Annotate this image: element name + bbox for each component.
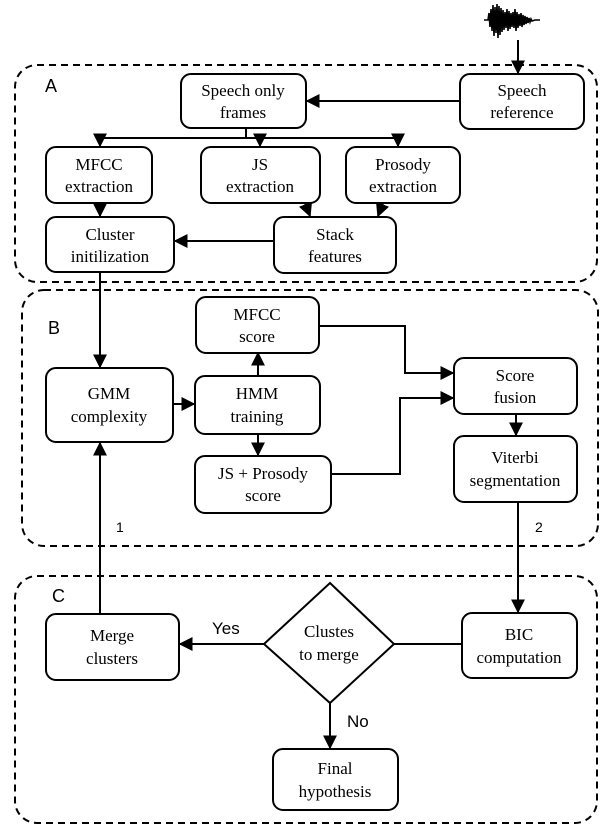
node-cluster-initialization: Cluster initilization (45, 216, 175, 273)
node-label-line: clusters (86, 649, 138, 668)
speech-waveform-icon (484, 3, 540, 39)
node-js-extraction: JS extraction (200, 146, 321, 204)
node-label-line: Viterbi (491, 448, 538, 467)
node-speech-reference: Speech reference (459, 73, 585, 130)
node-label-line: HMM (236, 384, 279, 403)
edge-label-no: No (347, 712, 369, 731)
edge-label-loop-2: 2 (535, 519, 543, 535)
node-label-line: initilization (71, 247, 150, 266)
edge-js-to-stack (298, 201, 313, 218)
node-score-fusion: Score fusion (453, 357, 578, 415)
node-label-line: MFCC (75, 155, 122, 174)
node-label-line: to merge (299, 645, 359, 664)
node-label-line: GMM (88, 384, 131, 403)
node-label-line: Merge (90, 626, 134, 645)
region-c (14, 575, 598, 824)
node-stack-features: Stack features (273, 216, 397, 274)
node-bic-computation: BIC computation (461, 612, 578, 679)
node-label-line: extraction (226, 177, 294, 196)
node-label-line: hypothesis (299, 782, 372, 801)
node-label-line: frames (220, 103, 266, 122)
node-label-line: extraction (369, 177, 437, 196)
node-merge-clusters: Merge clusters (45, 613, 180, 681)
node-label-line: training (231, 407, 284, 426)
node-speech-only-frames: Speech only frames (180, 73, 307, 129)
node-label-line: JS + Prosody (218, 464, 308, 483)
node-label-line: Stack (316, 225, 354, 244)
node-label-line: Speech (497, 81, 547, 100)
node-mfcc-extraction: MFCC extraction (45, 146, 153, 204)
node-label-line: BIC (505, 625, 533, 644)
node-label-line: MFCC (233, 305, 280, 324)
node-label-line: Clustes (304, 622, 354, 641)
edge-js-score-to-fusion (331, 391, 455, 475)
node-label-line: Speech only (201, 81, 285, 100)
node-label-line: extraction (65, 177, 133, 196)
node-label-line: JS (252, 155, 268, 174)
edge-label-yes: Yes (212, 619, 240, 638)
node-label-line: segmentation (470, 471, 561, 490)
node-final-hypothesis: Final hypothesis (272, 748, 399, 811)
node-label-line: complexity (71, 407, 148, 426)
node-clusters-to-merge-decision: Clustes to merge (262, 581, 396, 705)
node-label-line: reference (490, 103, 553, 122)
node-label-line: score (239, 327, 275, 346)
node-viterbi-segmentation: Viterbi segmentation (453, 435, 578, 503)
edge-mfcc-score-to-fusion (319, 325, 455, 380)
node-label-line: computation (477, 648, 562, 667)
region-a (14, 64, 598, 283)
region-b-label: B (48, 318, 60, 338)
node-label-line: Prosody (375, 155, 431, 174)
region-c-label: C (52, 586, 65, 606)
edge-label-loop-1: 1 (116, 519, 124, 535)
node-mfcc-score: MFCC score (195, 296, 320, 354)
node-js-prosody-score: JS + Prosody score (194, 455, 332, 514)
region-a-label: A (45, 76, 57, 96)
node-label-line: fusion (494, 388, 537, 407)
node-hmm-training: HMM training (194, 375, 321, 435)
node-label-line: Final (318, 759, 353, 778)
region-b (21, 289, 599, 547)
node-gmm-complexity: GMM complexity (45, 367, 174, 443)
node-label-line: features (308, 247, 362, 266)
node-label-line: Cluster (85, 225, 134, 244)
node-label-line: score (245, 486, 281, 505)
edge-prosody-to-stack (375, 201, 390, 218)
node-prosody-extraction: Prosody extraction (345, 146, 461, 204)
node-label-line: Score (496, 366, 535, 385)
